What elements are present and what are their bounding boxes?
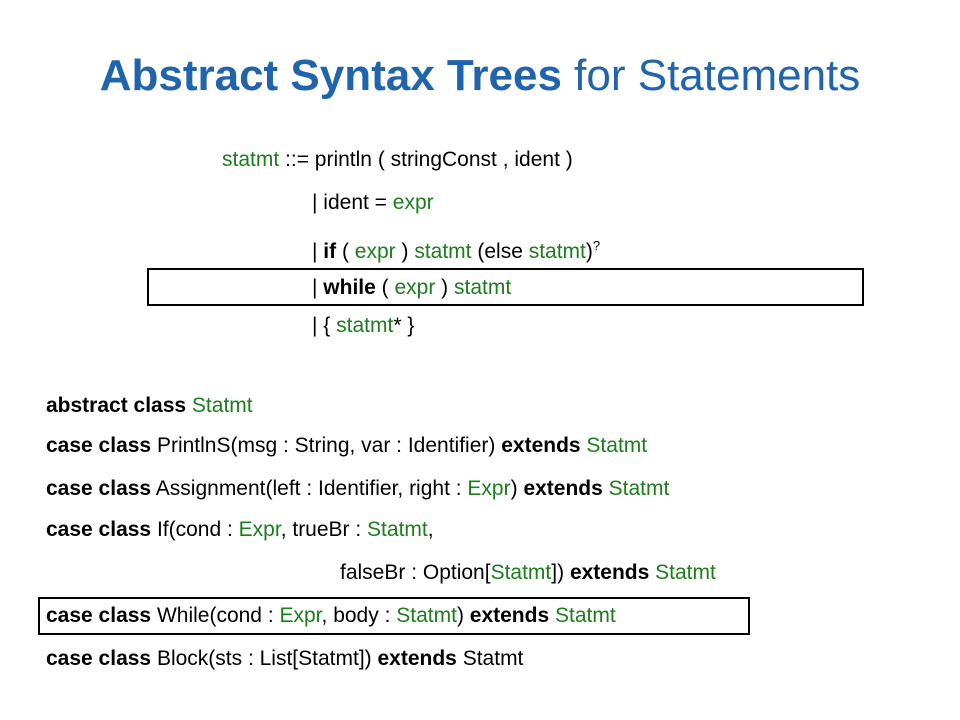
slide-title: Abstract Syntax Trees for Statements bbox=[0, 46, 960, 106]
code-if-falsebr: falseBr : Option[Statmt]) extends Statmt bbox=[340, 561, 716, 584]
while-grammar-highlight-box bbox=[147, 268, 864, 306]
code-if: case class If(cond : Expr, trueBr : Stat… bbox=[46, 518, 434, 541]
grammar-line-assign: | ident = expr bbox=[312, 191, 434, 214]
grammar-line-while: | while ( expr ) statmt bbox=[312, 276, 512, 299]
code-while: case class While(cond : Expr, body : Sta… bbox=[46, 604, 616, 627]
title-rest: for Statements bbox=[561, 51, 861, 100]
grammar-line-block: | { statmt* } bbox=[312, 314, 415, 337]
code-block: case class Block(sts : List[Statmt]) ext… bbox=[46, 647, 524, 670]
code-abstract-class: abstract class Statmt bbox=[46, 394, 253, 417]
grammar-line-if: | if ( expr ) statmt (else statmt)? bbox=[312, 238, 601, 263]
while-class-highlight-box bbox=[38, 597, 750, 635]
code-assignment: case class Assignment(left : Identifier,… bbox=[46, 477, 670, 500]
code-printlns: case class PrintlnS(msg : String, var : … bbox=[46, 434, 648, 457]
title-bold: Abstract Syntax Trees bbox=[99, 51, 562, 100]
grammar-line-statmt: statmt ::= println ( stringConst , ident… bbox=[222, 148, 573, 171]
